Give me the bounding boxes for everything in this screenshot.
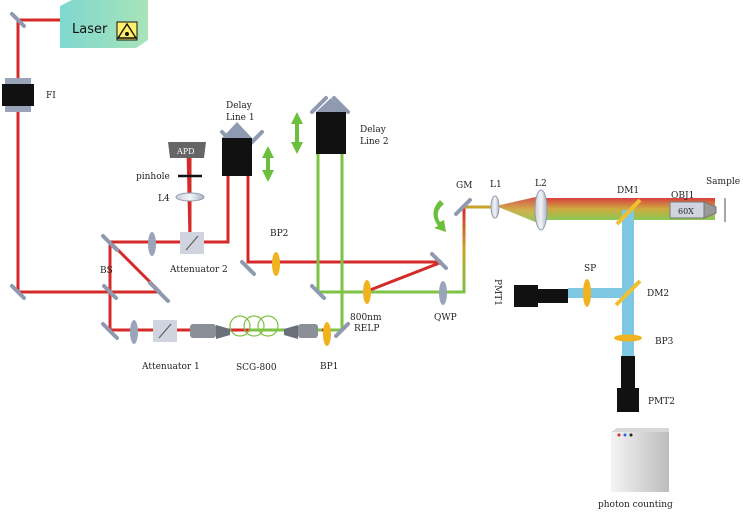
delay2-label: Delay xyxy=(360,125,387,135)
fiber-coupler-out xyxy=(284,324,318,339)
objective-label: OBJ1 xyxy=(671,191,694,201)
blue-beam-paths xyxy=(568,210,634,388)
beam-splitter xyxy=(102,284,118,300)
bp2-label: BP2 xyxy=(270,229,288,239)
laser-warning-icon xyxy=(116,22,138,39)
l4-label: L4 xyxy=(158,194,170,204)
gm-label: GM xyxy=(456,181,472,191)
mirror xyxy=(334,322,350,338)
laser-source: Laser xyxy=(60,0,148,48)
lens-l2 xyxy=(534,189,548,231)
mirror xyxy=(310,284,326,300)
waveplate-1 xyxy=(148,232,156,256)
filter-relp xyxy=(363,280,371,304)
sample-label: Sample xyxy=(706,177,740,187)
delay1-arrow-icon xyxy=(262,146,274,182)
relp-label-2: RELP xyxy=(354,324,379,334)
apd-label: APD xyxy=(176,147,195,156)
combined-beam xyxy=(443,207,466,294)
photon-counting-module xyxy=(611,428,669,492)
mirror xyxy=(10,284,26,300)
waveplate-2 xyxy=(130,320,138,344)
filter-sp xyxy=(583,279,591,307)
lens-l4 xyxy=(175,192,205,202)
green-beam-paths xyxy=(250,123,440,332)
galvo-mirror-arrow-icon xyxy=(433,200,446,232)
attenuator-2 xyxy=(180,232,204,254)
apd-detector xyxy=(168,142,206,158)
sp-label: SP xyxy=(584,264,596,274)
mirror xyxy=(240,260,256,276)
mirrors xyxy=(10,12,472,340)
mirror xyxy=(430,252,448,270)
l1-label: L1 xyxy=(490,180,502,190)
scg-label: SCG-800 xyxy=(236,363,277,373)
delay-line-1 xyxy=(222,122,252,176)
filter-bp1 xyxy=(323,322,331,346)
qwp-label: QWP xyxy=(434,313,457,323)
dichroic-dm1 xyxy=(615,198,642,226)
delay2-arrow-icon xyxy=(291,112,303,154)
attenuator2-label: Attenuator 2 xyxy=(169,265,228,275)
faraday-isolator xyxy=(2,78,34,112)
mirror xyxy=(101,234,119,252)
bp1-label: BP1 xyxy=(320,362,338,372)
lens-l1 xyxy=(490,195,500,219)
pmt1-detector xyxy=(514,285,568,307)
pmt2-label: PMT2 xyxy=(648,397,675,407)
l2-label: L2 xyxy=(535,179,547,189)
waveplate-qwp xyxy=(439,281,447,305)
pmt1-label: PMT1 xyxy=(492,279,502,306)
mirror xyxy=(101,322,119,340)
dm2-label: DM2 xyxy=(647,289,669,299)
attenuator-1 xyxy=(153,320,177,342)
bp3-label: BP3 xyxy=(655,337,674,347)
dichroic-dm2 xyxy=(614,279,642,307)
fiber-coupler-in xyxy=(190,324,230,339)
mirror xyxy=(10,12,26,28)
scg-fiber-coils xyxy=(229,315,279,337)
fi-label: FI xyxy=(46,91,56,101)
relp-label: 800nm xyxy=(350,313,382,323)
mirror xyxy=(310,96,328,114)
delay-line-2 xyxy=(316,98,346,154)
delay1-label: Delay xyxy=(226,101,253,111)
delay1-label-2: Line 1 xyxy=(226,113,255,123)
objective xyxy=(669,201,717,219)
bs-label: BS xyxy=(100,266,113,276)
delay2-label-2: Line 2 xyxy=(360,137,389,147)
dm1-label: DM1 xyxy=(617,186,639,196)
pinhole-label: pinhole xyxy=(136,172,170,182)
pmt2-detector xyxy=(617,356,639,412)
photon-counting-label: photon counting xyxy=(598,500,673,510)
filter-bp2 xyxy=(272,252,280,276)
attenuator1-label: Attenuator 1 xyxy=(141,362,200,372)
beam-expander xyxy=(496,196,540,224)
mirror xyxy=(332,96,350,114)
filter-bp3 xyxy=(614,334,642,342)
mirror xyxy=(454,198,472,216)
magnification-label: 60X xyxy=(678,207,694,216)
mirror xyxy=(148,281,170,303)
laser-label: Laser xyxy=(72,22,108,37)
